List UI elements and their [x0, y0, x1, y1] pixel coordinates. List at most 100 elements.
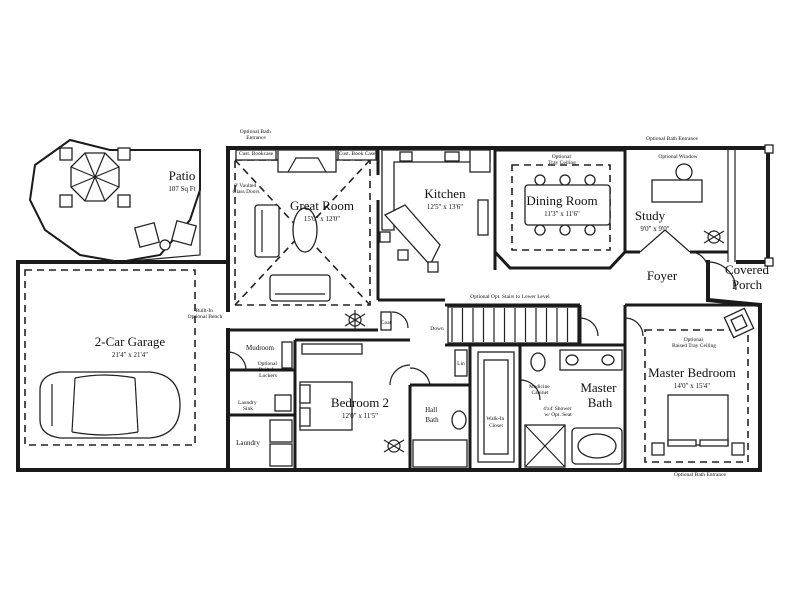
dryer-icon — [269, 443, 293, 467]
vaulted-note: 9' Vaulted Glass Doors — [232, 183, 259, 195]
optional-window-note: Optional Window — [658, 154, 697, 160]
optional-bath-entrance-bottom: Optional Bath Entrance — [674, 472, 726, 478]
master-bedroom-label: Master Bedroom — [648, 365, 736, 380]
dining-room-label: Dining Room — [526, 193, 597, 208]
foyer-label: Foyer — [647, 268, 678, 283]
bedroom2-door-swing — [389, 364, 411, 386]
plant-icon-study — [703, 230, 725, 244]
coat-door-swing — [391, 311, 409, 329]
master-door-swing — [624, 317, 644, 337]
bedroom2-closet — [301, 343, 363, 355]
dining-table-icon — [524, 174, 611, 236]
refrigerator-icon — [469, 149, 491, 173]
hall-bath: Lin Hall Bath — [409, 349, 468, 468]
desk-icon — [651, 163, 703, 203]
closet-door-swing — [519, 379, 541, 401]
patio-dimension: 107 Sq Ft — [168, 185, 195, 193]
great-room-dimension: 15'0" x 12'0" — [304, 215, 340, 223]
shower-note: 4'x4' Shower w/ Opt. Seat — [543, 406, 573, 418]
tub-icon — [412, 439, 468, 468]
pantry-icon — [477, 199, 489, 236]
locker-bench — [281, 341, 293, 369]
built-in-right — [337, 149, 377, 161]
plant-icon — [344, 310, 366, 330]
nightstand-left — [651, 442, 665, 456]
hall-bath-label: Hall Bath — [425, 406, 439, 424]
garage-label: 2-Car Garage — [95, 334, 166, 349]
optional-built-in-note: Optional Built-In Lockers — [258, 361, 279, 379]
laundry-sink-note: Laundry Sink — [238, 400, 258, 412]
laundry-sink-icon — [274, 394, 292, 412]
patio-table-icon — [59, 147, 131, 208]
kitchen-dimension: 12'5" x 13'6" — [427, 203, 463, 211]
garage-area: 2-Car Garage 21'4" x 21'4" Built-In Opti… — [16, 260, 230, 472]
master-bed-icon — [667, 394, 729, 447]
cust-bookcase-left: Cust. Bookcase — [239, 151, 274, 157]
bedroom-2-label: Bedroom 2 — [331, 395, 389, 410]
stairs-note: Optional Opt. Stairs to Lower Level — [470, 294, 550, 300]
sink-icon — [399, 151, 413, 162]
master-toilet-icon — [530, 352, 546, 372]
patio-label: Patio — [169, 168, 196, 183]
optional-bath-entrance-note: Optional Bath Entrance — [646, 136, 698, 142]
kitchen-label: Kitchen — [424, 186, 466, 201]
patio-chairs-icon — [133, 219, 198, 251]
built-in-left — [235, 149, 277, 161]
garage-door-outline — [24, 269, 196, 446]
medicine-cabinet-note: Medicine Cabinet — [529, 384, 551, 396]
toilet-icon — [451, 410, 467, 430]
hall-bath-door-swing — [409, 367, 431, 386]
coat-closet-label: Coat — [381, 320, 392, 326]
covered-porch: Covered Porch — [725, 262, 770, 292]
study-label: Study — [635, 208, 666, 223]
master-bedroom-dimension: 14'0" x 15'4" — [674, 382, 710, 390]
great-room: Great Room 15'0" x 12'0" 9' Vaulted Glas… — [232, 129, 377, 330]
stair-door-swing — [579, 317, 599, 337]
front-door-swing — [707, 261, 737, 291]
armchair-icon — [723, 307, 755, 339]
dining-room-dimension: 11'3" x 11'6" — [544, 210, 580, 218]
study: Study 9'0" x 9'0" Optional Window Option… — [635, 136, 725, 253]
kitchen: Kitchen 12'5" x 13'6" — [379, 149, 491, 273]
range-icon — [444, 151, 460, 162]
patio-area: Patio 107 Sq Ft — [28, 138, 201, 264]
master-tray-note: Optional Raised Tray Ceiling — [672, 337, 716, 349]
laundry: Laundry Sink Laundry — [236, 394, 293, 467]
bed-icon — [299, 381, 353, 431]
plant-icon-bedroom — [383, 439, 405, 453]
optional-bench-note: Built-In Optional Bench — [188, 308, 223, 320]
car-icon — [39, 371, 181, 439]
garden-tub-icon — [571, 427, 623, 465]
washer-icon — [269, 419, 293, 443]
nightstand-right — [731, 442, 745, 456]
cust-bookcase-right: Cust. Book Case — [339, 151, 376, 157]
optional-bath-entrance-top: Optional Bath Entrance — [240, 129, 272, 141]
linen-closet — [454, 349, 468, 377]
dining-room: Dining Room 11'3" x 11'6" Optional Tray … — [493, 148, 627, 270]
covered-porch-label-line2: Porch — [732, 277, 763, 292]
garage-dimension: 21'4" x 21'4" — [112, 351, 148, 359]
bedroom-2-dimension: 12'0" x 11'5" — [342, 412, 378, 420]
laundry-label: Laundry — [236, 439, 260, 447]
dining-tray-note: Optional Tray Ceiling — [548, 154, 576, 166]
foyer: Foyer — [647, 251, 737, 291]
master-bath: Medicine Cabinet 4'x4' Shower w/ Opt. Se… — [519, 349, 623, 468]
stairs: Optional Opt. Stairs to Lower Level Down… — [380, 294, 644, 344]
walk-in-closet: Walk-In Closet — [477, 351, 515, 463]
bedroom-2: Bedroom 2 12'0" x 11'5" — [299, 343, 411, 453]
kitchen-island-icon — [379, 204, 441, 273]
mudroom: Mudroom Optional Built-In Lockers — [227, 341, 293, 379]
study-dimension: 9'0" x 9'0" — [640, 225, 669, 233]
mudroom-door-swing — [227, 351, 247, 371]
down-label: Down — [430, 326, 444, 332]
coffee-table-icon — [292, 207, 318, 253]
master-bedroom: Master Bedroom 14'0" x 15'4" Optional Ra… — [644, 307, 755, 478]
study-double-door — [639, 229, 691, 253]
covered-porch-label-line1: Covered — [725, 262, 770, 277]
mudroom-label: Mudroom — [246, 344, 275, 352]
master-bath-label: Master Bath — [580, 380, 619, 410]
loveseat-icon — [269, 274, 331, 302]
great-room-label: Great Room — [290, 198, 354, 213]
fireplace-icon — [277, 149, 337, 173]
